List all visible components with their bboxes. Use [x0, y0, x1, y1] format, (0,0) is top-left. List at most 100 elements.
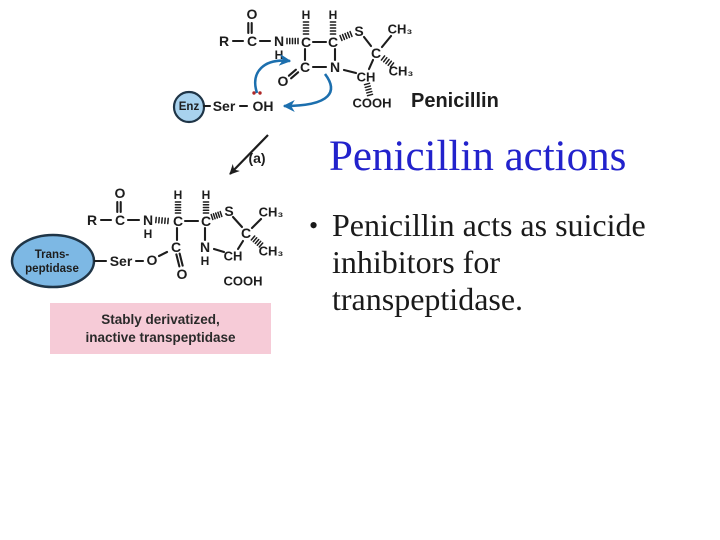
reaction-step-arrow [229, 134, 269, 175]
caption-line: inactive transpeptidase [85, 329, 236, 345]
atom-label: CH₃ [389, 64, 414, 79]
hashed-bond [346, 31, 351, 39]
atom-label: S [224, 203, 233, 219]
lone-pair-dot [258, 91, 262, 95]
caption-box: Stably derivatized, inactive transpeptid… [50, 303, 271, 354]
ring-opening-arrow [282, 73, 333, 112]
atom-label: OH [253, 98, 274, 114]
hashed-bond [389, 62, 395, 68]
atom-label: C [301, 34, 311, 50]
hashed-bond [385, 58, 390, 65]
bullet-item: • Penicillin acts as suicide inhibitors … [304, 207, 646, 318]
bond [212, 247, 226, 254]
atom-label: CH₃ [388, 22, 413, 37]
double-bond [175, 253, 181, 268]
atom-label: C [173, 213, 183, 229]
atom-label: O [278, 73, 289, 89]
atom-label: H [144, 227, 153, 241]
bond [380, 34, 393, 49]
atom-label: O [115, 185, 126, 201]
structure-name-label: Penicillin [411, 90, 499, 112]
bond [231, 215, 244, 229]
atom-label: CH [224, 249, 243, 264]
hashed-bond [212, 213, 216, 220]
bullet-line: transpeptidase. [332, 281, 524, 317]
bond [362, 35, 373, 48]
bullet-line: inhibitors for [332, 244, 500, 280]
bullet-marker-icon: • [309, 211, 319, 240]
atom-label: C [247, 33, 257, 49]
atom-label: H [302, 8, 311, 22]
double-bond [178, 252, 184, 267]
atom-label: C [171, 239, 181, 255]
atom-label: O [147, 252, 158, 268]
hashed-bond [365, 90, 373, 94]
atom-label: H [329, 8, 338, 22]
hashed-bond [366, 93, 374, 97]
atom-label: O [247, 6, 258, 22]
hashed-bond [214, 212, 219, 219]
hashed-bond [258, 242, 264, 248]
atom-label: N [200, 239, 210, 255]
bond [367, 58, 375, 71]
serine-attack-arrow [254, 53, 292, 94]
atom-label: Ser [110, 253, 133, 269]
atom-label: N [330, 59, 340, 75]
hashed-bond [250, 235, 256, 241]
atom-label: R [219, 33, 229, 49]
atom-label: S [354, 23, 363, 39]
hashed-bond [339, 34, 343, 42]
atom-label: C [371, 45, 381, 61]
atom-label: C [241, 225, 251, 241]
hashed-bond [210, 213, 214, 221]
bond [236, 239, 245, 251]
atom-label: N [143, 212, 153, 228]
atom-label: C [300, 59, 310, 75]
lone-pair-dot [252, 91, 256, 95]
enzyme-label: Enz [179, 101, 200, 113]
caption-line: Stably derivatized, [101, 311, 220, 327]
atom-label: H [174, 188, 183, 202]
hashed-bond [349, 30, 353, 38]
step-label: (a) [248, 150, 265, 166]
atom-label: C [328, 34, 338, 50]
atom-label: C [201, 213, 211, 229]
enzyme-label: Trans- [35, 249, 70, 261]
bullet-line: Penicillin acts as suicide [332, 207, 646, 243]
atom-label: C [115, 212, 125, 228]
atom-label: COOH [224, 274, 263, 289]
hashed-bond [380, 55, 386, 61]
atom-label: R [87, 212, 97, 228]
hashed-bond [364, 85, 372, 89]
atom-label: H [201, 254, 210, 268]
atom-label: N [274, 33, 284, 49]
transpeptidase-ellipse [10, 233, 96, 289]
enzyme-label: peptidase [25, 263, 79, 275]
atom-label: CH [357, 70, 376, 85]
hashed-bond [387, 60, 393, 67]
atom-label: COOH [353, 96, 392, 111]
atom-label: O [177, 266, 188, 282]
hashed-bond [252, 237, 258, 243]
hashed-bond [382, 56, 388, 63]
bond [342, 68, 358, 75]
page-title: Penicillin actions [329, 133, 627, 180]
hashed-bond [344, 32, 348, 40]
atom-label: Ser [213, 98, 236, 114]
bond [250, 217, 263, 230]
double-bond [287, 68, 297, 77]
bond [157, 250, 169, 258]
hashed-bond [365, 88, 372, 91]
atom-label: CH₃ [259, 205, 284, 220]
hashed-bond [254, 238, 260, 245]
hashed-bond [217, 211, 221, 218]
atom-label: CH₃ [259, 244, 284, 259]
bullet-text: Penicillin acts as suicide inhibitors fo… [332, 207, 646, 318]
hashed-bond [363, 82, 371, 86]
double-bond [290, 71, 300, 80]
hashed-bond [219, 210, 223, 218]
hashed-bond [256, 240, 262, 246]
hashed-bond [341, 33, 346, 41]
